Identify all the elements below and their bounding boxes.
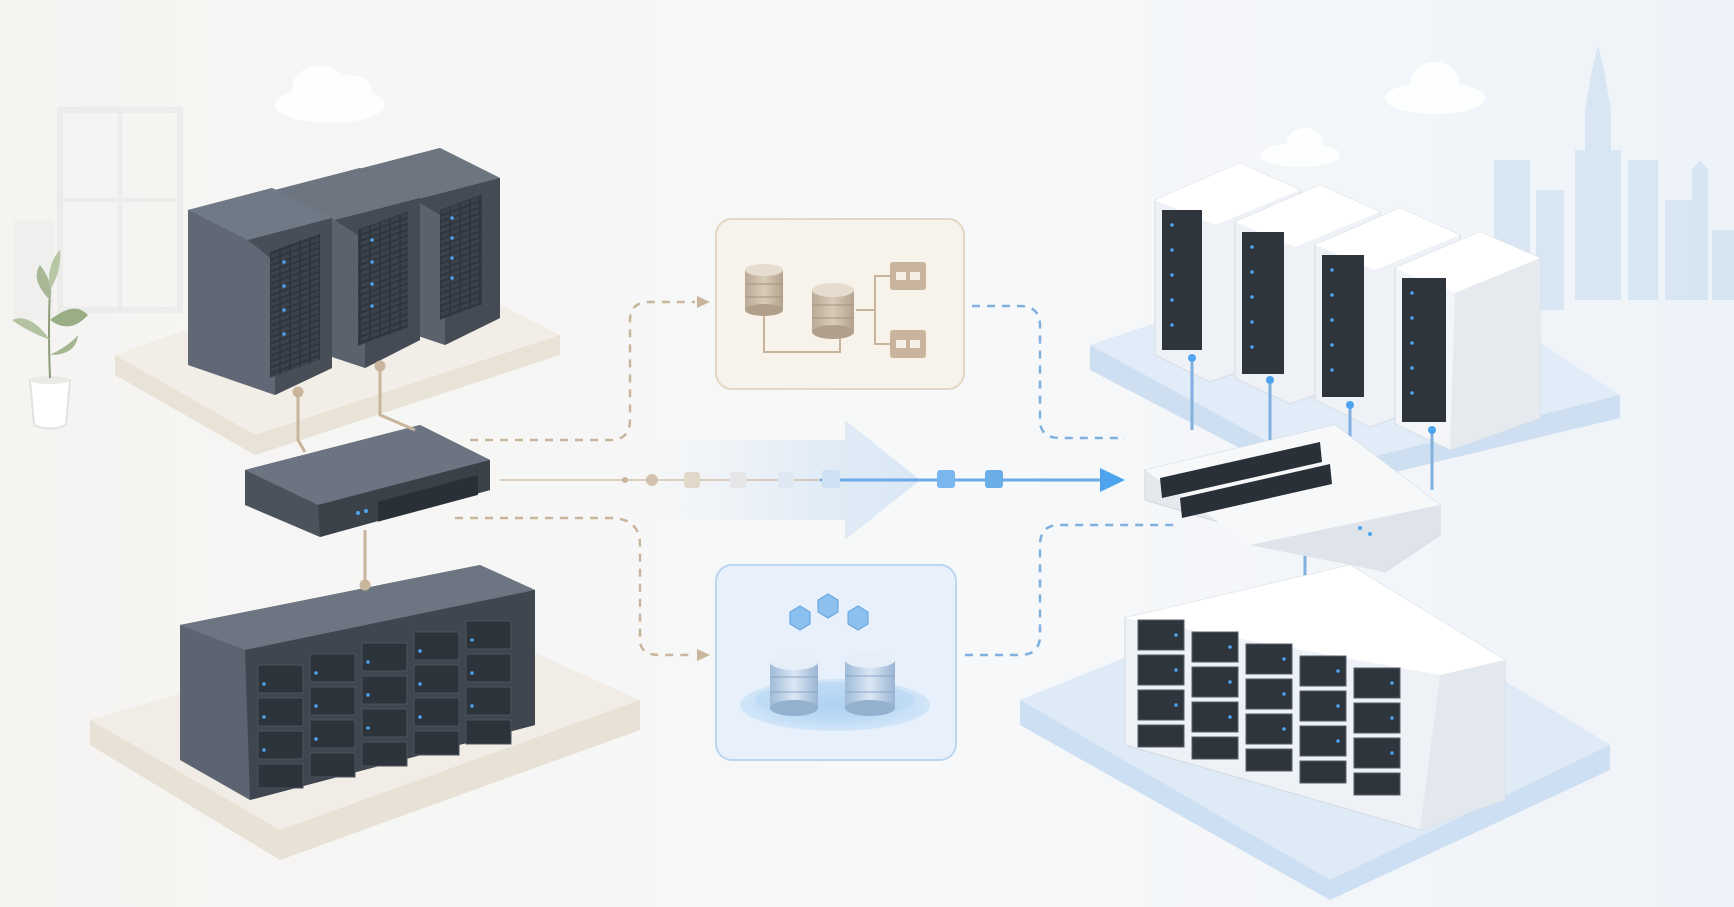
plant-icon xyxy=(12,250,88,430)
tower-server-icon xyxy=(1394,231,1541,451)
source-storage-array[interactable] xyxy=(90,565,640,860)
switch-ports xyxy=(378,474,478,522)
arrow-head xyxy=(1100,468,1125,492)
cloud-icon xyxy=(1260,62,1485,167)
window-icon xyxy=(14,107,183,320)
cloud-icon xyxy=(275,66,385,123)
target-tower-servers[interactable] xyxy=(1154,162,1541,451)
target-network-switch[interactable] xyxy=(1144,424,1441,573)
data-cube-icon xyxy=(789,593,869,631)
storage-drive-bays xyxy=(257,620,512,789)
middle-cloud-storage[interactable] xyxy=(715,564,957,761)
server-node-icon xyxy=(890,330,926,358)
target-storage-array[interactable] xyxy=(1020,564,1610,900)
dashed-path-bottom-right xyxy=(965,523,1180,657)
cloud-storage-icon xyxy=(770,654,818,716)
dashed-path-top-right xyxy=(972,304,1125,440)
tower-server-icon xyxy=(188,188,332,395)
database-icon xyxy=(745,264,783,316)
arrow-head xyxy=(697,649,710,661)
source-network-switch[interactable] xyxy=(245,425,490,537)
server-node-icon xyxy=(890,262,926,290)
database-icon xyxy=(812,283,854,339)
cloud-storage-icon xyxy=(845,652,895,716)
migration-arrow xyxy=(500,420,1125,540)
source-tower-servers[interactable] xyxy=(188,148,500,395)
dashed-path-bottom xyxy=(455,516,695,657)
source-links xyxy=(292,360,416,591)
arrow-head xyxy=(697,296,710,308)
middle-database-cluster[interactable] xyxy=(715,218,965,390)
switch-ports xyxy=(1160,442,1332,518)
